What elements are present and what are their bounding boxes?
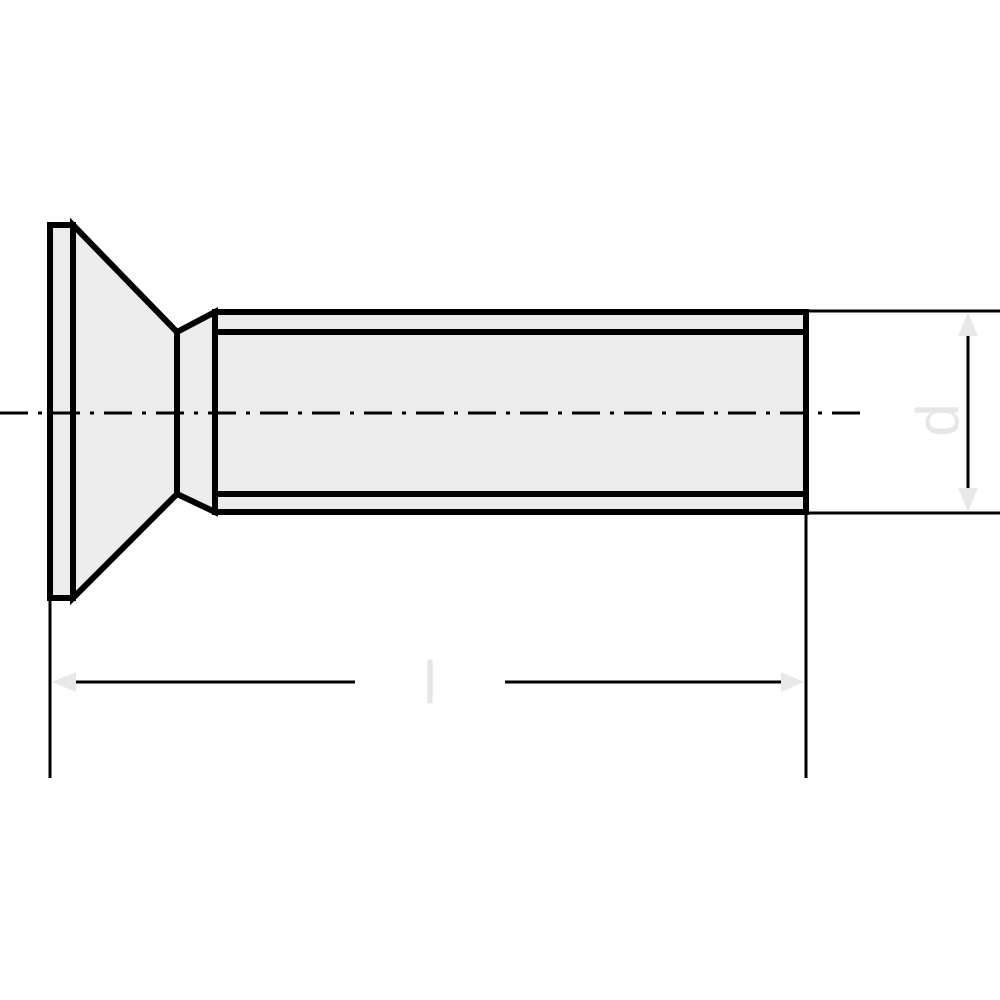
length-arrow-right <box>781 672 804 692</box>
diameter-arrow-bottom <box>958 488 978 511</box>
length-arrow-left <box>52 672 76 692</box>
diameter-label: d <box>904 403 971 436</box>
length-label: l <box>423 649 436 716</box>
diameter-arrow-top <box>958 313 978 336</box>
